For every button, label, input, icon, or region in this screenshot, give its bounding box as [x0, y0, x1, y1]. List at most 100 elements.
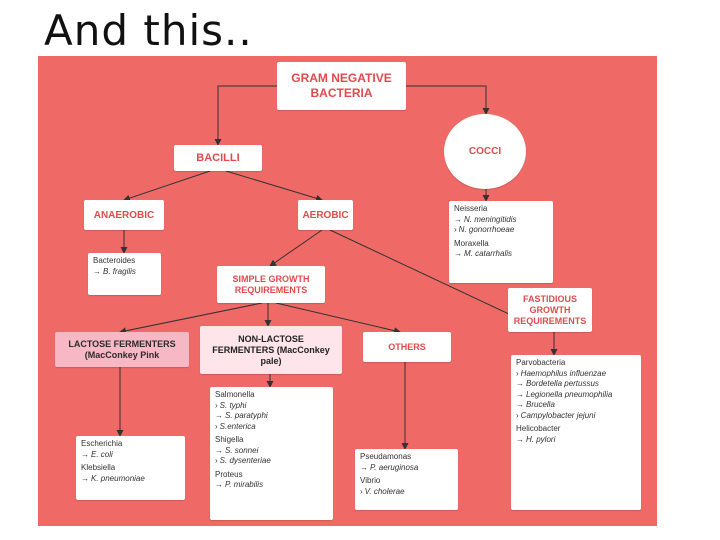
lactose-fermenters-box: LACTOSE FERMENTERS (MacConkey Pink	[55, 332, 189, 367]
slide-title: And this..	[44, 6, 253, 55]
species-label: E. coli	[91, 449, 113, 459]
cocci-label: COCCI	[468, 146, 502, 157]
arrow-glyph: →	[360, 462, 368, 472]
species-label: Bordetella pertussus	[526, 379, 599, 388]
genus-group: Vibrio ›V. cholerae	[360, 476, 453, 497]
species-label: N. gonorrhoeae	[458, 225, 515, 234]
arrow-glyph: →	[81, 473, 89, 483]
genus-name: Salmonella	[215, 390, 255, 399]
genus-name: Escherichia	[81, 439, 123, 448]
gram-negative-root-label: GRAM NEGATIVE BACTERIA	[291, 71, 392, 100]
simple-growth-box: SIMPLE GROWTH REQUIREMENTS	[217, 266, 325, 303]
arrow-glyph: →	[81, 449, 89, 459]
genus-group: Parvobacteria›Haemophilus influenzae→Bor…	[516, 358, 636, 421]
arrow-glyph: →	[215, 445, 223, 455]
species-name: ›Campylobacter jejuni	[516, 411, 636, 422]
anaerobic-box: ANAEROBIC	[84, 200, 164, 230]
species-name: ›S. typhi	[215, 401, 328, 412]
genus-group: Proteus→P. mirabilis	[215, 470, 328, 491]
species-label: S.enterica	[219, 421, 256, 431]
species-label: H. pylori	[526, 434, 556, 444]
species-label: K. pneumoniae	[91, 473, 145, 483]
genus-name: Proteus	[215, 469, 243, 479]
genus-group: Helicobacter→H. pylori	[516, 424, 636, 445]
arrow-glyph: ›	[454, 225, 457, 234]
cocci-circle: COCCI	[444, 114, 526, 189]
species-label: B. fragilis	[103, 266, 136, 276]
fastidious-list-box: Parvobacteria›Haemophilus influenzae→Bor…	[511, 355, 641, 510]
arrow-glyph: →	[215, 480, 223, 489]
species-label: M. catarrhalis	[464, 249, 513, 258]
nonlactose-list: Salmonella›S. typhi→S. paratyphi›S.enter…	[215, 390, 328, 491]
genus-group: Neisseria →N. meningitidis›N. gonorrhoeae	[454, 204, 548, 236]
anaerobic-list: Bacteroides→B. fragilis	[93, 256, 156, 277]
species-name: →Brucella	[516, 400, 636, 411]
aerobic-label: AEROBIC	[302, 209, 349, 221]
genus-name: Parvobacteria	[516, 358, 566, 367]
arrow-glyph: ›	[360, 486, 363, 496]
arrow-glyph: →	[454, 214, 462, 224]
species-label: S. sonnei	[225, 445, 259, 455]
anaerobic-label: ANAEROBIC	[93, 209, 155, 221]
species-name: →P. aeruginosa	[360, 463, 453, 474]
fastidious-box: FASTIDIOUS GROWTH REQUIREMENTS	[508, 288, 592, 332]
species-name: ›S. dysenteriae	[215, 456, 328, 467]
arrow-glyph: →	[516, 389, 524, 399]
species-name: ›S.enterica	[215, 422, 328, 433]
species-label: Brucella	[526, 400, 555, 409]
gram-negative-root-box: GRAM NEGATIVE BACTERIA	[277, 62, 406, 110]
arrow-glyph: ›	[516, 410, 519, 420]
genus-group: Klebsiella→K. pneumoniae	[81, 463, 180, 484]
cocci-list: Neisseria →N. meningitidis›N. gonorrhoeae…	[454, 204, 548, 260]
species-label: P. aeruginosa	[370, 462, 419, 472]
arrow-glyph: →	[516, 400, 524, 409]
fastidious-label: FASTIDIOUS GROWTH REQUIREMENTS	[513, 293, 587, 326]
others-box: OTHERS	[363, 332, 451, 362]
non-lactose-fermenters-label: NON-LACTOSE FERMENTERS (MacConkey pale)	[212, 333, 330, 366]
species-name: →M. catarrhalis	[454, 249, 548, 260]
species-label: Legionella pneumophilia	[526, 389, 613, 399]
genus-group: Pseudamonas→P. aeruginosa	[360, 452, 453, 473]
genus-name: Neisseria	[454, 204, 488, 213]
simple-growth-label: SIMPLE GROWTH REQUIREMENTS	[232, 273, 310, 295]
arrow-glyph: →	[215, 411, 223, 420]
species-name: ›V. cholerae	[360, 487, 453, 498]
arrow-glyph: ›	[215, 400, 218, 410]
genus-name: Bacteroides	[93, 256, 136, 265]
non-lactose-fermenters-box: NON-LACTOSE FERMENTERS (MacConkey pale)	[200, 326, 342, 374]
species-label: Campylobacter jejuni	[520, 410, 596, 420]
genus-name: Vibrio	[360, 476, 381, 485]
species-name: →Legionella pneumophilia	[516, 390, 636, 401]
species-label: P. mirabilis	[225, 480, 264, 489]
species-name: →Bordetella pertussus	[516, 379, 636, 390]
nonlactose-list-box: Salmonella›S. typhi→S. paratyphi›S.enter…	[210, 387, 333, 520]
genus-name: Helicobacter	[516, 424, 561, 433]
anaerobic-list-box: Bacteroides→B. fragilis	[88, 253, 161, 295]
genus-group: Salmonella›S. typhi→S. paratyphi›S.enter…	[215, 390, 328, 432]
species-label: Haemophilus influenzae	[520, 368, 607, 378]
fastidious-list: Parvobacteria›Haemophilus influenzae→Bor…	[516, 358, 636, 445]
cocci-list-box: Neisseria →N. meningitidis›N. gonorrhoeae…	[449, 201, 553, 283]
species-name: ›N. gonorrhoeae	[454, 225, 548, 236]
arrow-glyph: ›	[516, 368, 519, 378]
species-label: S. paratyphi	[225, 411, 268, 420]
arrow-glyph: ›	[215, 421, 218, 431]
others-label: OTHERS	[388, 341, 426, 352]
bacilli-label: BACILLI	[196, 151, 240, 164]
genus-group: Escherichia→E. coli	[81, 439, 180, 460]
arrow-glyph: ›	[215, 456, 218, 465]
genus-name: Shigella	[215, 435, 244, 444]
species-name: →K. pneumoniae	[81, 474, 180, 485]
bacilli-box: BACILLI	[174, 145, 262, 171]
arrow-glyph: →	[516, 434, 524, 444]
species-label: S. typhi	[219, 400, 247, 410]
genus-name: Pseudamonas	[360, 452, 412, 461]
genus-name: Moraxella	[454, 238, 489, 248]
species-label: S. dysenteriae	[219, 456, 271, 465]
arrow-glyph: →	[454, 249, 462, 258]
species-name: →N. meningitidis	[454, 215, 548, 226]
